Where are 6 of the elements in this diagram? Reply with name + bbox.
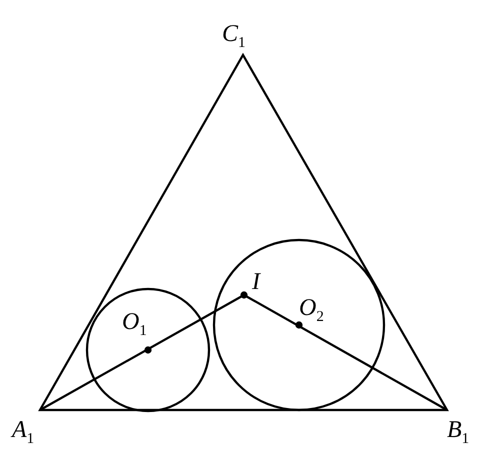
point-label: I <box>252 270 260 294</box>
point-label: A$_{1}$ <box>12 418 34 447</box>
point-label: C$_{1}$ <box>222 22 246 51</box>
point-label: B$_{1}$ <box>447 418 470 447</box>
point-label: O$_{2}$ <box>299 296 324 325</box>
point-label: O$_{1}$ <box>122 310 147 339</box>
